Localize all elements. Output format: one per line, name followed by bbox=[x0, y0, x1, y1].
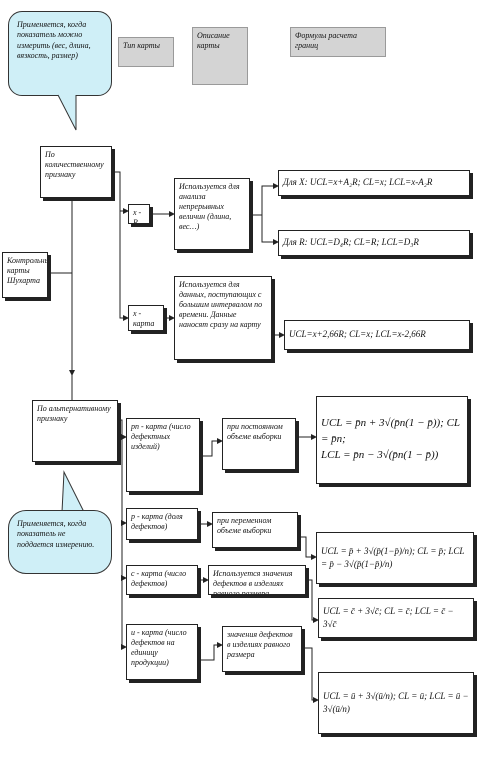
chart-xmr-description: Используется для данных, поступающих с б… bbox=[174, 276, 272, 360]
chart-xr-label: x - R bbox=[133, 208, 142, 224]
formula-xmr: UCL=x+2,66R; CL=x; LCL=x-2,66R bbox=[284, 320, 470, 350]
formula-p: UCL = p̄ + 3√(p̄(1−p̄)/n); CL = p̄; LCL … bbox=[316, 532, 474, 584]
header-formulas-label: Формулы расчета границ bbox=[295, 31, 357, 50]
chart-c: c - карта (число дефектов) bbox=[126, 565, 198, 595]
chart-xr-description: Используется для анализа непрерывных вел… bbox=[174, 178, 250, 250]
chart-u-description-text: значения дефектов в изделиях равного раз… bbox=[227, 630, 293, 659]
formula-np: UCL = p̄n + 3√(p̄n(1 − p̄)); CL = p̄n; L… bbox=[316, 396, 468, 484]
formula-u-text: UCL = ū + 3√(ū/n); CL = ū; LCL = ū − 3√(… bbox=[323, 690, 469, 714]
chart-np-label: pn - карта (число дефектных изделий) bbox=[131, 422, 191, 451]
formula-np-line2: LCL = p̄n − 3√(p̄n(1 − p̄)) bbox=[321, 448, 439, 461]
chart-u-label: u - карта (число дефектов на единицу про… bbox=[131, 628, 187, 667]
formula-c: UCL = c̄ + 3√c̄; CL = c̄; LCL = c̄ − 3√c… bbox=[318, 598, 474, 638]
chart-xmr-label: x - карта bbox=[133, 309, 155, 328]
chart-p: p - карта (доля дефектов) bbox=[126, 508, 198, 540]
branch-alternative: По альтернативному признаку bbox=[32, 400, 118, 462]
formula-xr-x-text: Для X: UCL=x+A₂R; CL=x; LCL=x-A₂R bbox=[283, 177, 433, 188]
chart-xmr-description-text: Используется для данных, поступающих с б… bbox=[179, 280, 263, 329]
header-chart-type-label: Тип карты bbox=[123, 41, 160, 50]
chart-p-label: p - карта (доля дефектов) bbox=[131, 512, 183, 531]
formula-p-text: UCL = p̄ + 3√(p̄(1−p̄)/n); CL = p̄; LCL … bbox=[321, 545, 465, 569]
chart-p-description: при переменном объеме выборки bbox=[212, 512, 298, 548]
callout-bottom-text: Применяется, когда показатель не поддает… bbox=[17, 519, 95, 549]
header-formulas: Формулы расчета границ bbox=[290, 27, 386, 57]
header-chart-description: Описание карты bbox=[192, 27, 248, 85]
chart-u: u - карта (число дефектов на единицу про… bbox=[126, 624, 198, 680]
callout-bottom: Применяется, когда показатель не поддает… bbox=[8, 510, 112, 574]
chart-xmr: x - карта bbox=[128, 305, 164, 331]
root-node: Контрольные карты Шухарта bbox=[2, 252, 48, 298]
chart-xr-description-text: Используется для анализа непрерывных вел… bbox=[179, 182, 240, 231]
branch-quantitative-label: По количественному признаку bbox=[45, 150, 104, 179]
chart-u-description: значения дефектов в изделиях равного раз… bbox=[222, 626, 302, 672]
formula-xr-x: Для X: UCL=x+A₂R; CL=x; LCL=x-A₂R bbox=[278, 170, 470, 196]
formula-u: UCL = ū + 3√(ū/n); CL = ū; LCL = ū − 3√(… bbox=[318, 672, 474, 734]
chart-np-description: при постоянном объеме выборки bbox=[222, 418, 296, 470]
header-chart-type: Тип карты bbox=[118, 37, 174, 67]
branch-quantitative: По количественному признаку bbox=[40, 146, 112, 198]
formula-xmr-text: UCL=x+2,66R; CL=x; LCL=x-2,66R bbox=[289, 329, 426, 340]
formula-c-text: UCL = c̄ + 3√c̄; CL = c̄; LCL = c̄ − 3√c… bbox=[323, 605, 454, 629]
chart-p-description-text: при переменном объеме выборки bbox=[217, 516, 272, 535]
chart-np: pn - карта (число дефектных изделий) bbox=[126, 418, 200, 492]
formula-xr-r-text: Для R: UCL=D₄R; CL=R; LCL=D₃R bbox=[283, 237, 419, 248]
chart-xr: x - R bbox=[128, 204, 150, 224]
branch-alternative-label: По альтернативному признаку bbox=[37, 404, 111, 423]
chart-c-description: Используется значения дефектов в изделия… bbox=[208, 565, 306, 595]
chart-c-label: c - карта (число дефектов) bbox=[131, 569, 187, 588]
callout-top-text: Применяется, когда показатель можно изме… bbox=[17, 20, 91, 61]
formula-xr-r: Для R: UCL=D₄R; CL=R; LCL=D₃R bbox=[278, 230, 470, 256]
header-chart-description-label: Описание карты bbox=[197, 31, 230, 50]
chart-c-description-text: Используется значения дефектов в изделия… bbox=[213, 569, 293, 595]
root-node-label: Контрольные карты Шухарта bbox=[7, 256, 47, 285]
callout-top: Применяется, когда показатель можно изме… bbox=[8, 11, 112, 96]
chart-np-description-text: при постоянном объеме выборки bbox=[227, 422, 283, 441]
formula-np-line1: UCL = p̄n + 3√(p̄n(1 − p̄)); CL = p̄n; bbox=[321, 417, 460, 446]
